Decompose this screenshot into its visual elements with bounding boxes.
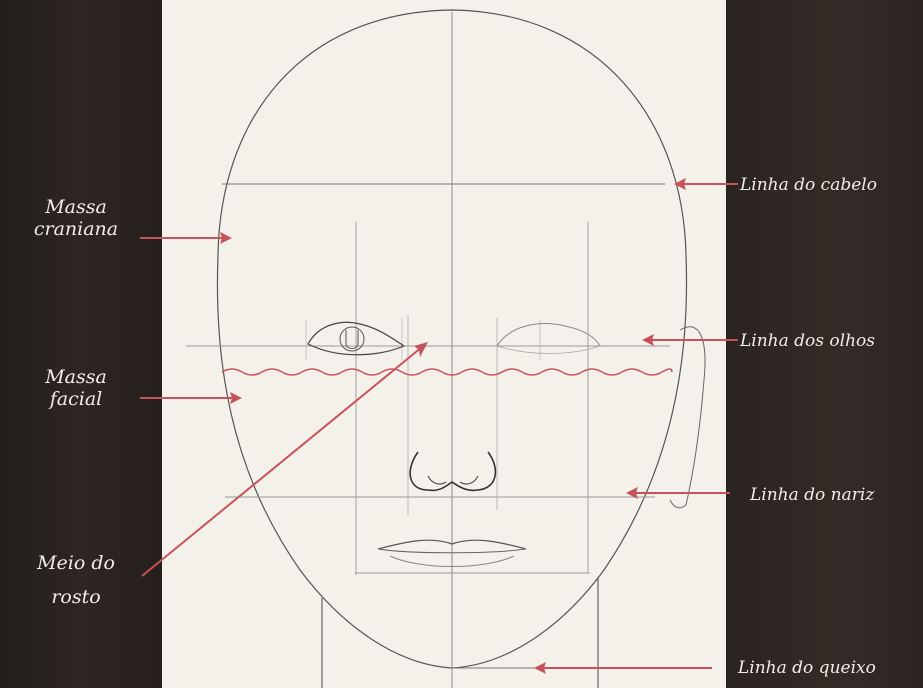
label-massa-facial-line2: facial — [14, 388, 138, 410]
label-massa-facial-line1: Massa — [14, 366, 138, 388]
nostril-right — [460, 476, 478, 484]
arrow-linha-do-cabelo — [674, 178, 738, 190]
arrow-linha-dos-olhos — [642, 334, 738, 346]
label-linha-dos-olhos: Linha dos olhos — [740, 330, 875, 352]
label-meio-do-rosto-line2: rosto — [14, 580, 138, 614]
label-meio-do-rosto-line1: Meio do — [14, 546, 138, 580]
nostril-left — [428, 476, 446, 484]
arrow-linha-do-queixo — [534, 662, 712, 674]
label-linha-do-queixo: Linha do queixo — [738, 657, 876, 679]
label-massa-facial: Massa facial — [14, 366, 138, 410]
nose — [410, 452, 495, 490]
left-iris — [340, 327, 364, 351]
arrow-meio-do-rosto — [142, 342, 428, 576]
label-massa-craniana: Massa craniana — [14, 196, 138, 240]
label-linha-do-cabelo: Linha do cabelo — [740, 174, 877, 196]
mass-division-line — [222, 369, 672, 375]
label-meio-do-rosto: Meio do rosto — [14, 546, 138, 614]
ear-right — [670, 327, 705, 508]
right-eye — [497, 324, 600, 346]
right-eye-lower — [497, 346, 600, 354]
label-massa-craniana-line1: Massa — [14, 196, 138, 218]
label-massa-craniana-line2: craniana — [14, 218, 138, 240]
label-linha-do-nariz: Linha do nariz — [750, 484, 874, 506]
